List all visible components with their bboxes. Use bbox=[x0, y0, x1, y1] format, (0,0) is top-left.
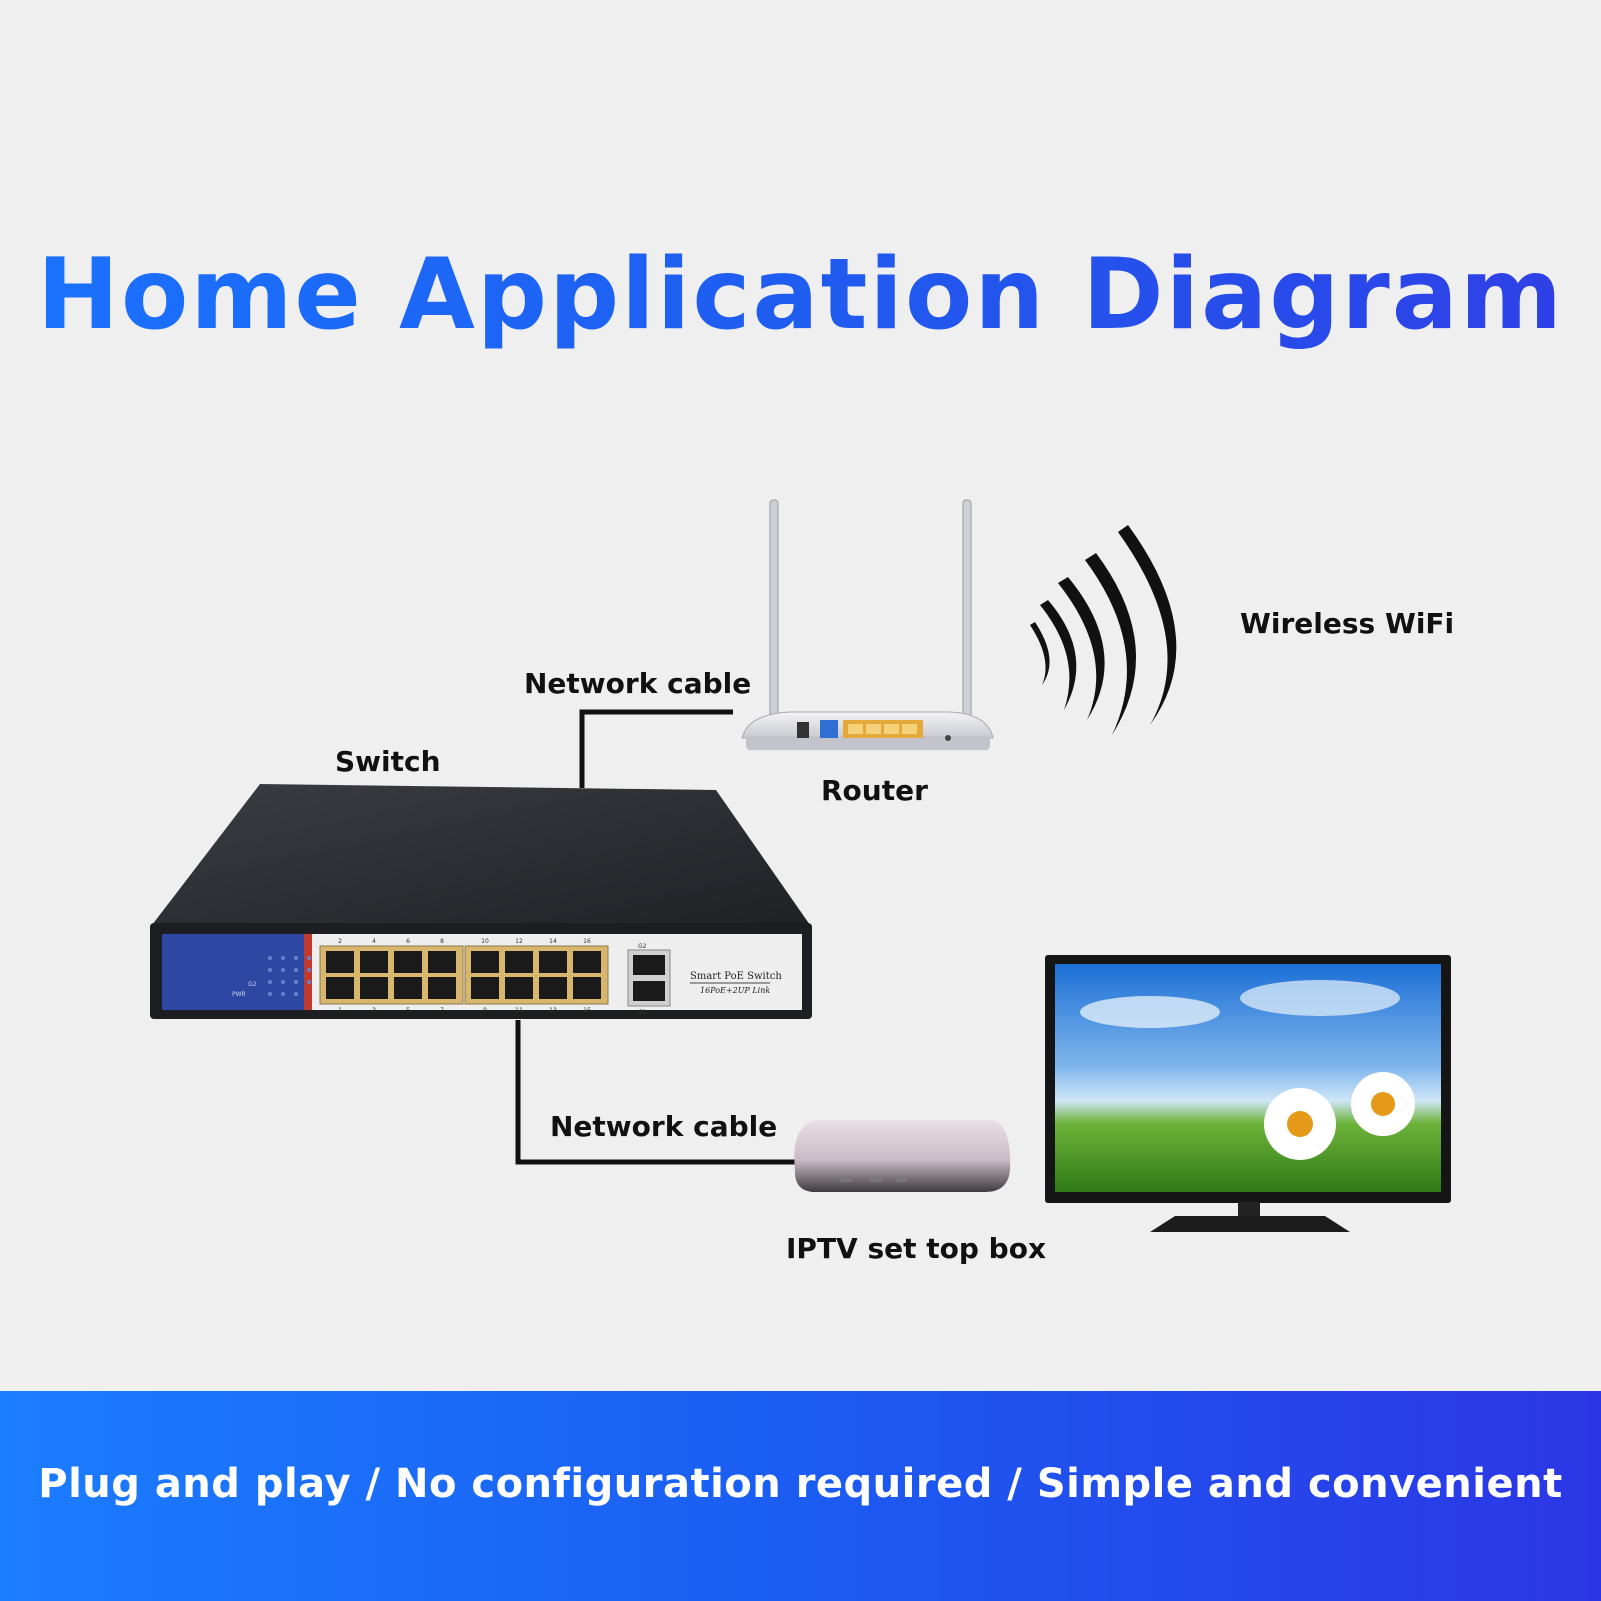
port-number-label: 5 bbox=[406, 1007, 410, 1014]
network-cable-top bbox=[579, 709, 733, 788]
port-number-label: 13 bbox=[549, 1007, 557, 1014]
router-label: Router bbox=[821, 774, 928, 807]
uplink-label-g2: G2 bbox=[638, 943, 647, 950]
footer-tagline: Plug and play / No configuration require… bbox=[38, 1461, 1563, 1507]
switch-brand-line1: Smart PoE Switch bbox=[690, 971, 782, 982]
network-cable-bottom bbox=[515, 1020, 800, 1165]
port-number-label: 11 bbox=[515, 1007, 523, 1014]
wifi-signal-icon bbox=[1030, 525, 1177, 735]
led-label-pwr: PWR bbox=[232, 991, 246, 998]
switch-label: Switch bbox=[335, 745, 441, 778]
switch-brand-line2: 16PoE+2UP Link bbox=[700, 986, 770, 995]
footer-banner: Plug and play / No configuration require… bbox=[0, 1391, 1601, 1601]
router-image bbox=[741, 499, 994, 750]
port-number-label: 3 bbox=[372, 1007, 376, 1014]
application-diagram: Smart PoE Switch 16PoE+2UP Link G2 G1 PW… bbox=[150, 499, 1455, 1265]
iptv-set-top-box-label: IPTV set top box bbox=[786, 1232, 1046, 1265]
port-number-label: 2 bbox=[338, 938, 342, 945]
led-label-g2: G2 bbox=[248, 981, 257, 988]
uplink-label-g1: G1 bbox=[638, 1009, 647, 1016]
port-number-label: 15 bbox=[583, 1007, 591, 1014]
port-number-label: 6 bbox=[406, 938, 410, 945]
iptv-set-top-box-image bbox=[794, 1120, 1011, 1192]
port-number-label: 10 bbox=[481, 938, 489, 945]
port-number-label: 8 bbox=[440, 938, 444, 945]
port-number-label: 4 bbox=[372, 938, 376, 945]
network-cable-label-top: Network cable bbox=[524, 667, 752, 700]
port-number-label: 9 bbox=[483, 1007, 487, 1014]
port-number-label: 14 bbox=[549, 938, 557, 945]
page-title: Home Application Diagram bbox=[0, 238, 1601, 352]
port-number-label: 7 bbox=[440, 1007, 444, 1014]
switch-image bbox=[150, 784, 812, 1019]
port-number-label: 1 bbox=[338, 1007, 342, 1014]
diagram-canvas: Smart PoE Switch 16PoE+2UP Link G2 G1 PW… bbox=[150, 499, 1451, 1232]
port-number-label: 16 bbox=[583, 938, 591, 945]
port-numbers-top: 2 4 6 8 10 12 14 16 bbox=[338, 938, 591, 945]
network-cable-label-bottom: Network cable bbox=[550, 1110, 778, 1143]
television-image bbox=[1045, 955, 1451, 1232]
port-number-label: 12 bbox=[515, 938, 523, 945]
wireless-wifi-label: Wireless WiFi bbox=[1240, 607, 1455, 640]
